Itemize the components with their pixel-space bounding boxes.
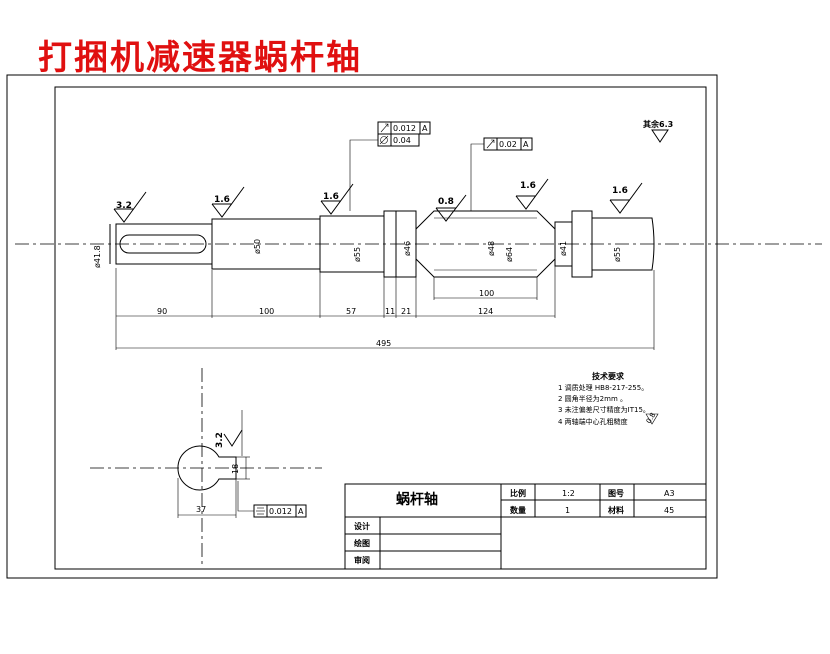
title-block: 蜗杆轴 比例 1:2 图号 A3 数量 1 材料 45 设计 绘图 审阅 — [344, 483, 707, 570]
review-label: 审阅 — [354, 555, 370, 565]
dia-label-6: ø64 — [505, 247, 514, 262]
runout-icon — [380, 123, 389, 133]
roughness-label-4: 0.8 — [438, 197, 454, 207]
roughness-symbol-5: 1.6 — [515, 178, 549, 210]
length-label-7: 100 — [479, 289, 494, 298]
quantity-value: 1 — [565, 506, 570, 515]
tolerance-upper-value: 0.012 — [393, 124, 416, 133]
roughness-label-1: 3.2 — [116, 201, 132, 211]
shaft-end-right — [591, 217, 655, 271]
dia-label-5: ø48 — [487, 241, 496, 256]
draw-label: 绘图 — [354, 538, 370, 548]
length-dimensions: 90 100 57 11 21 124 100 495 — [115, 266, 655, 350]
length-label-4: 11 — [385, 307, 395, 316]
dia-label-1: ø41.8 — [93, 245, 102, 268]
material-label: 材料 — [608, 505, 624, 515]
tolerance-upper-datum: A — [422, 124, 428, 133]
dia-label-2: ø50 — [253, 239, 262, 254]
length-label-2: 100 — [259, 307, 274, 316]
outer-border — [6, 74, 718, 579]
material-value: 45 — [664, 506, 674, 515]
roughness-symbol-3: 1.6 — [320, 183, 354, 215]
section-roughness-label: 3.2 — [215, 432, 225, 448]
roughness-label-2: 1.6 — [214, 195, 230, 205]
roughness-symbol-4: 0.8 — [435, 194, 467, 222]
tech-req-item-2: 2 圆角半径为2mm 。 — [558, 394, 627, 403]
runout-icon-2 — [486, 139, 495, 149]
design-label: 设计 — [354, 521, 370, 531]
length-label-6: 124 — [478, 307, 493, 316]
length-label-total: 495 — [376, 339, 391, 348]
part-name: 蜗杆轴 — [396, 491, 438, 508]
cross-section-view: 37 18 3.2 0.012 A — [90, 368, 322, 566]
keyway — [119, 234, 207, 254]
tech-requirements: 技术要求 1 调质处理 HB8-217-255。 2 圆角半径为2mm 。 3 … — [558, 371, 659, 426]
roughness-symbol-6: 1.6 — [609, 182, 643, 214]
tolerance-frame-mid: 0.02 A — [470, 137, 533, 211]
tolerance-mid-value: 0.02 — [499, 140, 517, 149]
drawing-no-label: 图号 — [608, 489, 624, 498]
cylindricity-icon — [380, 136, 388, 144]
tolerance-mid-datum: A — [523, 140, 529, 149]
roughness-symbol-1: 3.2 — [113, 191, 147, 223]
roughness-symbol-2: 1.6 — [211, 186, 245, 218]
scale-value: 1:2 — [562, 489, 575, 498]
tech-req-item-1: 1 调质处理 HB8-217-255。 — [558, 383, 648, 392]
length-label-1: 90 — [157, 307, 167, 316]
quantity-label: 数量 — [510, 505, 526, 515]
length-label-3: 57 — [346, 307, 356, 316]
tolerance-frame-upper: 0.012 A 0.04 — [349, 121, 431, 211]
roughness-label-5: 1.6 — [520, 181, 536, 191]
tolerance-cylindricity-value: 0.04 — [393, 136, 411, 145]
tech-req-item-3: 3 未注偏差尺寸精度为IT15。 — [558, 405, 650, 414]
roughness-other-label: 其余6.3 — [643, 119, 673, 129]
drawing-no-value: A3 — [664, 489, 675, 498]
roughness-label-6: 1.6 — [612, 186, 628, 196]
section-profile — [177, 445, 237, 491]
tech-req-item-4: 4 两轴端中心孔粗糙度 — [558, 417, 628, 426]
page-title: 打捆机减速器蜗杆轴 — [38, 38, 362, 78]
length-label-5: 21 — [401, 307, 411, 316]
symmetry-icon — [256, 507, 265, 515]
tolerance-symmetry-value: 0.012 — [269, 507, 292, 516]
dia-label-8: ø55 — [613, 247, 622, 262]
dia-label-7: ø41 — [559, 241, 568, 256]
section-roughness-symbol — [223, 429, 243, 447]
dia-label-3: ø55 — [353, 247, 362, 262]
scale-label: 比例 — [510, 488, 526, 498]
dia-label-4: ø46 — [403, 241, 412, 256]
shaft-profile — [109, 210, 655, 278]
section-depth-label: 18 — [231, 464, 240, 474]
roughness-other: 其余6.3 — [643, 119, 673, 143]
section-width-label: 37 — [196, 505, 206, 514]
tolerance-symmetry-datum: A — [298, 507, 304, 516]
tech-requirements-heading: 技术要求 — [592, 371, 625, 381]
roughness-label-3: 1.6 — [323, 192, 339, 202]
